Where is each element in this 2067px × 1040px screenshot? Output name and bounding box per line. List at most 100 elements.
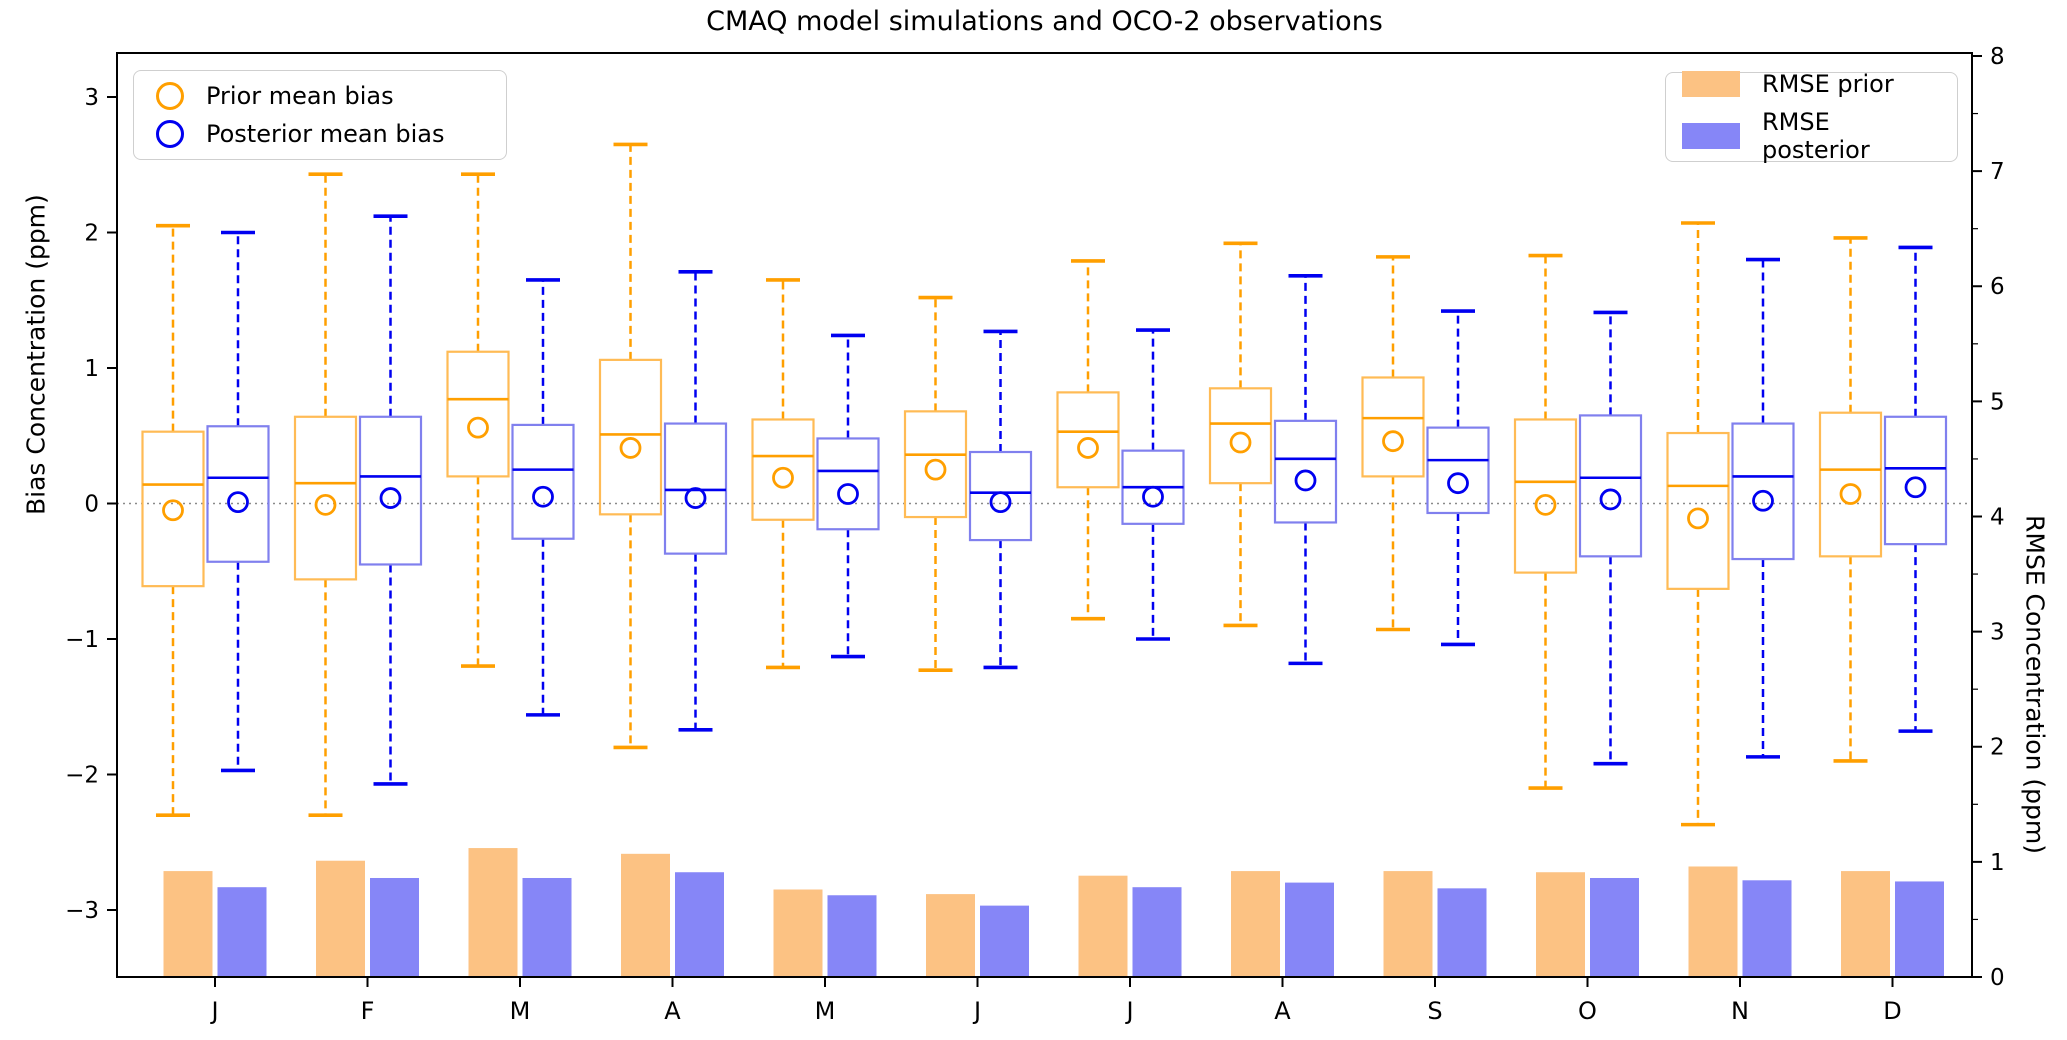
mean-marker [1142,485,1164,508]
x-tick-label-4: M [815,997,836,1025]
left-tick-label: −2 [65,762,99,788]
rmse-bar-posterior-A7 [1285,882,1334,977]
legend-mean-bias: Prior mean bias Posterior mean bias [133,70,507,160]
mean-marker [772,466,794,489]
mean-marker [837,483,859,505]
rmse-bar-posterior-J0 [217,887,267,977]
rmse-bar-posterior-M4 [827,895,877,977]
boxplot-prior-N10 [1666,221,1730,827]
rmse-bar-prior-M4 [773,889,823,977]
legend-rmse: RMSE prior RMSE posterior [1665,70,1958,164]
x-tick-label-2: M [510,997,531,1025]
rmse-bar-posterior-F1 [370,877,419,977]
rmse-bar-prior-D11 [1841,871,1890,977]
mean-marker [1687,507,1709,530]
rmse-bar-posterior-D11 [1895,881,1944,977]
left-tick-label: 2 [84,220,99,246]
rmse-bar-prior-S8 [1383,871,1433,977]
x-tick-label-10: N [1731,997,1749,1025]
boxplot-posterior-F1 [358,214,423,786]
mean-marker [684,487,707,509]
x-tick-label-1: F [361,997,375,1025]
boxplot-posterior-A7 [1273,274,1338,666]
rmse-bar-posterior-O9 [1590,877,1639,977]
rmse-bar-prior-J5 [926,894,975,977]
right-tick-label: 8 [1990,44,2005,70]
right-tick-label: 2 [1990,735,2005,761]
rmse-bar-posterior-M2 [522,877,572,977]
prior-mean-bias-circle-icon [156,82,184,110]
legend-label: Posterior mean bias [206,120,445,148]
mean-marker [1447,472,1469,495]
mean-marker [1599,488,1622,511]
boxplot-posterior-J6 [1121,328,1185,641]
rmse-bar-prior-J0 [163,871,213,977]
rmse-bar-prior-O9 [1536,872,1585,977]
boxplot-posterior-A3 [663,269,728,732]
rmse-bar-posterior-N10 [1742,880,1792,977]
left-tick-label: 3 [84,85,99,111]
boxplot-prior-S8 [1361,255,1425,632]
legend-item-prior-mean-bias: Prior mean bias [150,82,488,110]
chart-title: CMAQ model simulations and OCO-2 observa… [706,6,1383,37]
mean-marker [1752,489,1774,512]
mean-marker [467,416,489,439]
rmse-bar-prior-J6 [1078,875,1128,977]
boxplot-prior-M2 [446,172,510,668]
boxplot-prior-D11 [1818,236,1883,763]
x-tick-label-7: A [1274,997,1291,1025]
boxplot-prior-J6 [1056,259,1120,621]
rmse-bar-prior-N10 [1688,866,1738,977]
legend-label: RMSE prior [1762,70,1894,98]
mean-marker [619,437,642,459]
right-tick-label: 7 [1990,159,2005,185]
boxplot-prior-J0 [141,223,205,817]
left-tick-label: 0 [84,491,99,517]
boxplot-prior-A3 [598,142,663,750]
left-tick-label: −1 [65,627,99,653]
legend-item-rmse-posterior: RMSE posterior [1682,108,1939,164]
boxplot-prior-J5 [903,295,968,672]
legend-item-rmse-prior: RMSE prior [1682,70,1939,98]
boxplot-posterior-S8 [1426,309,1490,647]
left-tick-label: −3 [65,898,99,924]
mean-marker [1077,437,1099,459]
x-tick-label-11: D [1883,997,1901,1025]
boxplot-prior-A7 [1208,241,1273,628]
legend-label: RMSE posterior [1762,108,1870,164]
mean-marker [1839,483,1862,505]
rmse-bar-prior-A7 [1231,871,1280,977]
rmse-bar-posterior-J6 [1132,887,1182,977]
rmse-prior-swatch-icon [1682,71,1740,97]
legend-item-posterior-mean-bias: Posterior mean bias [150,120,488,148]
mean-marker [1904,476,1927,499]
plot-frame [116,52,1973,978]
mean-marker [227,491,249,514]
x-tick-label-6: J [1124,997,1133,1025]
boxplot-prior-O9 [1513,253,1578,790]
right-tick-label: 5 [1990,389,2005,415]
right-tick-label: 0 [1990,965,2005,991]
right-tick-label: 6 [1990,274,2005,300]
mean-marker [162,499,184,522]
rmse-bar-prior-M2 [468,848,518,977]
mean-marker [1534,493,1557,516]
rmse-bar-posterior-A3 [675,872,724,977]
mean-marker [532,485,554,508]
boxplot-posterior-J0 [206,230,270,773]
boxplot-posterior-N10 [1731,257,1795,759]
rmse-bar-prior-F1 [316,860,365,977]
mean-marker [1229,431,1252,454]
x-tick-label-0: J [209,997,218,1025]
x-tick-label-3: A [664,997,681,1025]
boxplot-posterior-O9 [1578,310,1643,766]
boxplot-posterior-M2 [511,278,575,717]
mean-marker [1294,469,1317,492]
mean-marker [1382,430,1404,453]
boxplot-prior-F1 [293,172,358,817]
mean-marker [989,491,1012,514]
rmse-posterior-swatch-icon [1682,123,1740,149]
rmse-bar-prior-A3 [621,853,670,977]
left-tick-label: 1 [84,356,99,382]
